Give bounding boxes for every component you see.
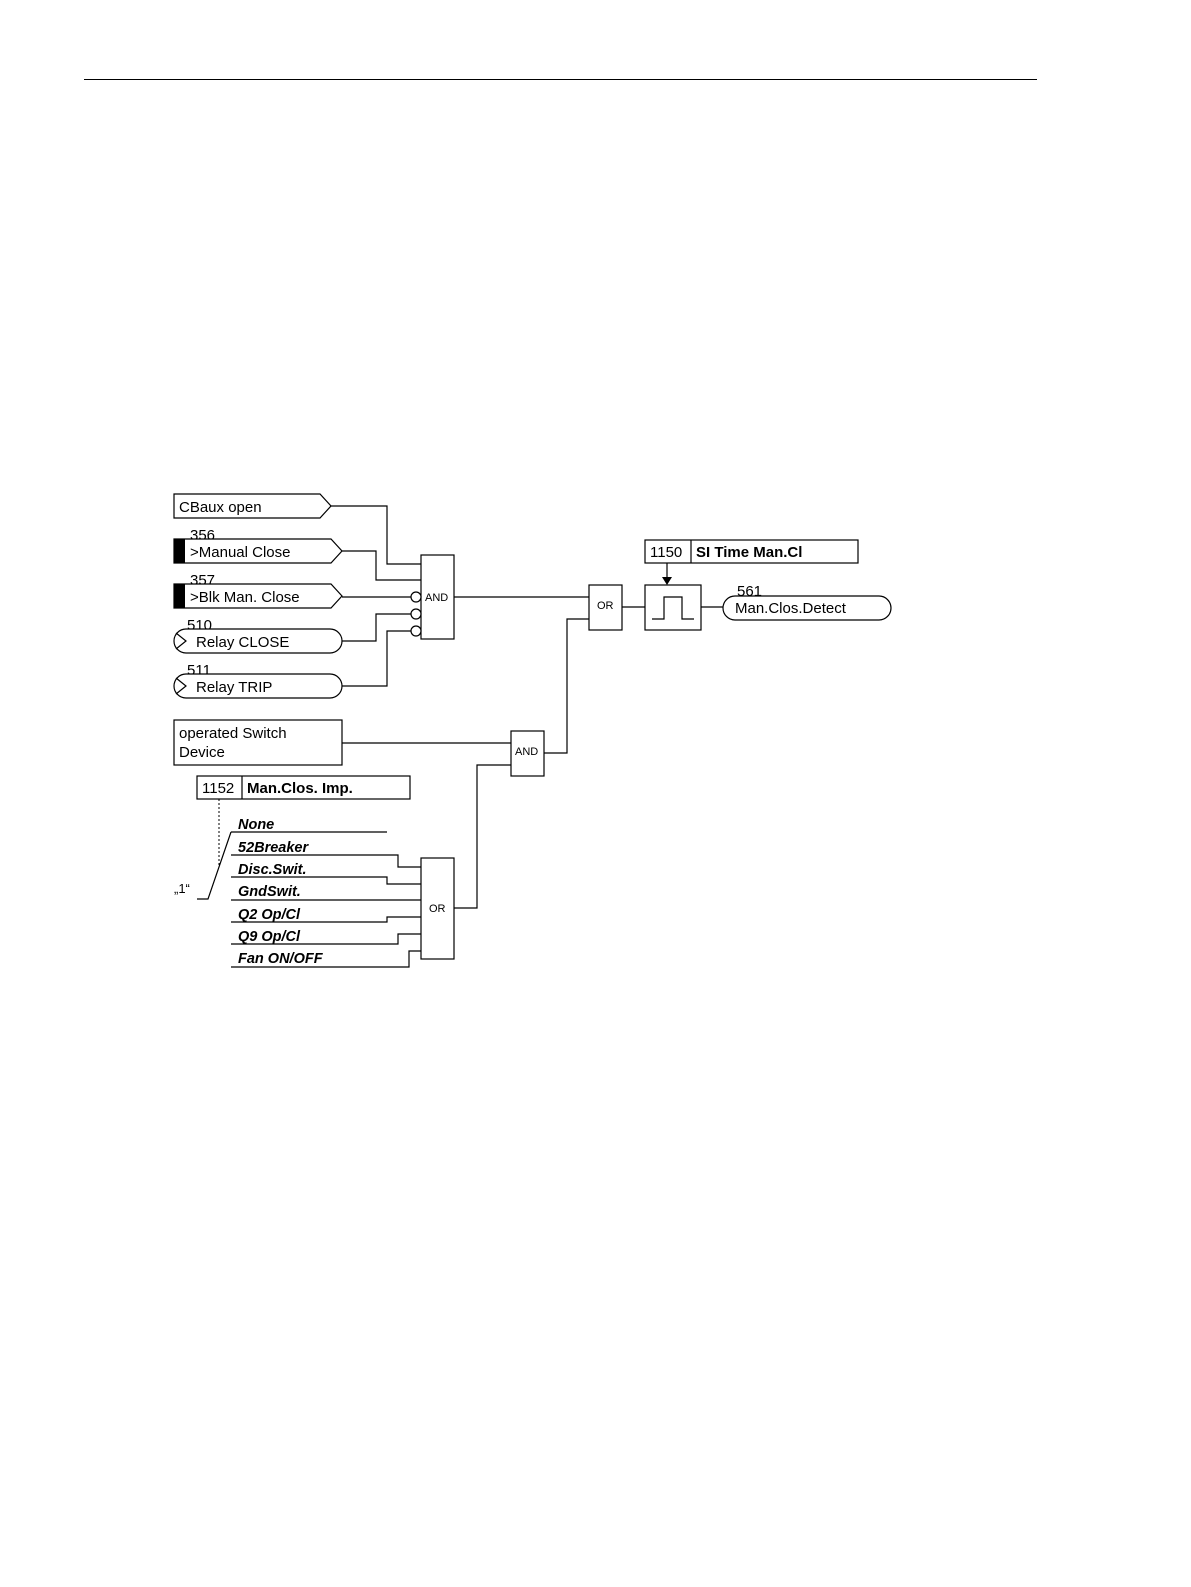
option-disc-swit: Disc.Swit. xyxy=(231,862,421,884)
wire-and-switch-to-or xyxy=(544,619,589,753)
input-cbaux-open: CBaux open xyxy=(174,494,331,518)
input-operated-switch-line1: operated Switch xyxy=(179,725,287,742)
option-fan-on-off-label: Fan ON/OFF xyxy=(238,951,324,967)
output-label: Man.Clos.Detect xyxy=(735,600,847,617)
and-gate-switch: AND xyxy=(511,731,544,776)
selector-switch: „1“ xyxy=(174,832,231,899)
option-gnd-swit: GndSwit. xyxy=(231,884,421,900)
input-manual-close: 356 >Manual Close xyxy=(174,527,342,563)
and-gate-main: AND xyxy=(411,555,454,639)
option-gnd-swit-label: GndSwit. xyxy=(238,884,301,900)
input-relay-trip: 511 Relay TRIP xyxy=(174,662,342,698)
wires-and-main-inputs xyxy=(331,506,421,686)
input-operated-switch-device: operated Switch Device xyxy=(174,720,342,765)
timer-parameter-number: 1150 xyxy=(650,544,682,561)
wire-or-select-to-and xyxy=(454,765,511,908)
option-none-label: None xyxy=(238,817,274,833)
input-blk-man-close-label: >Blk Man. Close xyxy=(190,589,300,606)
option-none: None xyxy=(231,817,387,833)
input-operated-switch-line2: Device xyxy=(179,744,225,761)
binary-input-marker xyxy=(174,539,185,563)
input-relay-trip-label: Relay TRIP xyxy=(196,679,272,696)
or-gate-select: OR xyxy=(421,858,454,959)
and-gate-switch-label: AND xyxy=(515,746,538,758)
input-blk-man-close: 357 >Blk Man. Close xyxy=(174,572,342,608)
selector-value: „1“ xyxy=(174,881,190,896)
imp-parameter: 1152 Man.Clos. Imp. xyxy=(197,776,410,799)
option-q2-op-cl: Q2 Op/Cl xyxy=(231,907,421,923)
and-gate-main-label: AND xyxy=(425,592,448,604)
or-gate-main-label: OR xyxy=(597,600,614,612)
option-fan-on-off: Fan ON/OFF xyxy=(231,951,421,967)
option-52breaker-label: 52Breaker xyxy=(238,840,309,856)
option-list: None 52Breaker Disc.Swit. GndSwit. Q2 Op… xyxy=(231,817,421,967)
option-q9-op-cl: Q9 Op/Cl xyxy=(231,929,421,945)
input-relay-close-label: Relay CLOSE xyxy=(196,634,289,651)
input-cbaux-open-label: CBaux open xyxy=(179,499,262,516)
input-manual-close-label: >Manual Close xyxy=(190,544,290,561)
option-q2-op-cl-label: Q2 Op/Cl xyxy=(238,907,301,923)
inverter-bubble xyxy=(411,626,421,636)
or-gate-main: OR xyxy=(589,585,622,630)
timer-parameter: 1150 SI Time Man.Cl xyxy=(645,540,858,563)
imp-parameter-label: Man.Clos. Imp. xyxy=(247,780,353,797)
arrow-down-icon xyxy=(662,577,672,585)
inverter-bubble xyxy=(411,609,421,619)
option-q9-op-cl-label: Q9 Op/Cl xyxy=(238,929,301,945)
inverter-bubble xyxy=(411,592,421,602)
pulse-timer-block xyxy=(645,563,701,630)
timer-parameter-label: SI Time Man.Cl xyxy=(696,544,802,561)
binary-input-marker xyxy=(174,584,185,608)
output-man-clos-detect: 561 Man.Clos.Detect xyxy=(723,583,891,620)
or-gate-select-label: OR xyxy=(429,903,446,915)
option-disc-swit-label: Disc.Swit. xyxy=(238,862,307,878)
imp-parameter-number: 1152 xyxy=(202,780,234,797)
input-relay-close: 510 Relay CLOSE xyxy=(174,617,342,653)
